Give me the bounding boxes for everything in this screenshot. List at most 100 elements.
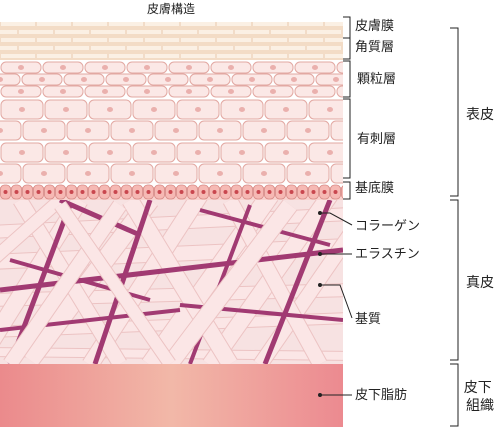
- cell-nucleus: [144, 89, 150, 94]
- basal-cell-nucleus: [267, 190, 272, 194]
- basal-cell-nucleus: [14, 190, 19, 194]
- cell-nucleus: [291, 77, 297, 82]
- corneum-sheet: [0, 22, 343, 26]
- basal-cell-nucleus: [223, 190, 228, 194]
- leader-lines: [318, 16, 353, 397]
- cell-nucleus: [60, 65, 66, 70]
- cell-nucleus: [354, 65, 360, 70]
- skin-cell: [0, 73, 21, 86]
- cell-nucleus: [107, 150, 113, 155]
- cell-nucleus: [151, 150, 157, 155]
- basal-cell-nucleus: [168, 190, 173, 194]
- cell-nucleus: [207, 77, 213, 82]
- group-brackets: [450, 27, 459, 427]
- cell-nucleus: [41, 128, 47, 133]
- basal-cell-nucleus: [135, 190, 140, 194]
- cell-nucleus: [102, 89, 108, 94]
- cell-nucleus: [186, 65, 192, 70]
- cell-nucleus: [333, 77, 339, 82]
- skin-cell: [308, 99, 343, 120]
- cell-nucleus: [85, 171, 91, 176]
- skin-cell: [336, 61, 343, 74]
- cell-nucleus: [283, 107, 289, 112]
- stratum-spinosum: [0, 99, 343, 184]
- cell-nucleus: [0, 128, 3, 133]
- cell-nucleus: [239, 150, 245, 155]
- label-collagen: コラーゲン: [355, 219, 420, 234]
- label-stratum-corneum: 角質層: [355, 40, 394, 55]
- skin-cell: [0, 163, 22, 184]
- skin-cell: [315, 73, 343, 86]
- basal-cell-nucleus: [25, 190, 30, 194]
- basal-cell-nucleus: [311, 190, 316, 194]
- cell-nucleus: [186, 89, 192, 94]
- cell-nucleus: [249, 77, 255, 82]
- cell-nucleus: [195, 150, 201, 155]
- cell-nucleus: [270, 65, 276, 70]
- basal-cell-nucleus: [80, 190, 85, 194]
- collagen-fiber: [163, 200, 297, 364]
- basal-cell-nucleus: [333, 190, 338, 194]
- group-label-dermis: 真皮: [466, 275, 494, 291]
- cell-nucleus: [18, 65, 24, 70]
- basal-cell-nucleus: [201, 190, 206, 194]
- cell-nucleus: [305, 128, 311, 133]
- basal-cell-nucleus: [113, 190, 118, 194]
- cell-nucleus: [41, 171, 47, 176]
- basal-cell-nucleus: [190, 190, 195, 194]
- cell-nucleus: [85, 128, 91, 133]
- skin-cell: [336, 85, 343, 98]
- cell-nucleus: [261, 171, 267, 176]
- basal-cell-nucleus: [345, 190, 349, 194]
- cell-nucleus: [217, 128, 223, 133]
- cell-nucleus: [18, 89, 24, 94]
- cell-nucleus: [19, 107, 25, 112]
- basal-cell-nucleus: [146, 190, 151, 194]
- cell-nucleus: [19, 150, 25, 155]
- basal-cell-nucleus: [322, 190, 327, 194]
- label-skin-film: 皮膚膜: [355, 18, 394, 34]
- cell-nucleus: [173, 171, 179, 176]
- cell-nucleus: [261, 128, 267, 133]
- cell-nucleus: [165, 77, 171, 82]
- cell-nucleus: [195, 107, 201, 112]
- cell-nucleus: [81, 77, 87, 82]
- basal-membrane: [0, 184, 349, 200]
- cell-nucleus: [239, 107, 245, 112]
- label-stratum-granulosum: 顆粒層: [357, 72, 396, 87]
- cell-nucleus: [305, 171, 311, 176]
- cell-nucleus: [312, 89, 318, 94]
- cell-nucleus: [228, 65, 234, 70]
- basal-cell-nucleus: [47, 190, 52, 194]
- cell-nucleus: [129, 171, 135, 176]
- label-stratum-spinosum: 有刺層: [357, 132, 396, 147]
- diagram-title: 皮膚構造: [147, 1, 195, 16]
- basal-cell-nucleus: [300, 190, 305, 194]
- group-label-subcutis: 皮下 組織: [464, 380, 496, 414]
- cell-nucleus: [63, 107, 69, 112]
- skin-cell: [308, 142, 343, 163]
- skin-cell: [0, 120, 22, 141]
- basal-cell-nucleus: [245, 190, 250, 194]
- skin-cell: [330, 120, 343, 141]
- cell-nucleus: [123, 77, 129, 82]
- cell-nucleus: [39, 77, 45, 82]
- stratum-granulosum: [0, 61, 360, 98]
- basal-cell-nucleus: [234, 190, 239, 194]
- cell-nucleus: [129, 128, 135, 133]
- basal-cell-nucleus: [278, 190, 283, 194]
- cell-nucleus: [312, 65, 318, 70]
- elastin-fiber: [58, 200, 142, 238]
- basal-cell-nucleus: [212, 190, 217, 194]
- subcutaneous-fat-band: [0, 364, 343, 427]
- corneum-sheet: [0, 30, 343, 34]
- collagen-fiber: [223, 200, 327, 364]
- cell-nucleus: [354, 89, 360, 94]
- basal-cell-nucleus: [69, 190, 74, 194]
- corneum-sheet: [0, 46, 343, 50]
- group-label-epidermis: 表皮: [466, 107, 494, 123]
- label-elastin: エラスチン: [355, 247, 420, 262]
- cell-nucleus: [63, 150, 69, 155]
- cell-nucleus: [144, 65, 150, 70]
